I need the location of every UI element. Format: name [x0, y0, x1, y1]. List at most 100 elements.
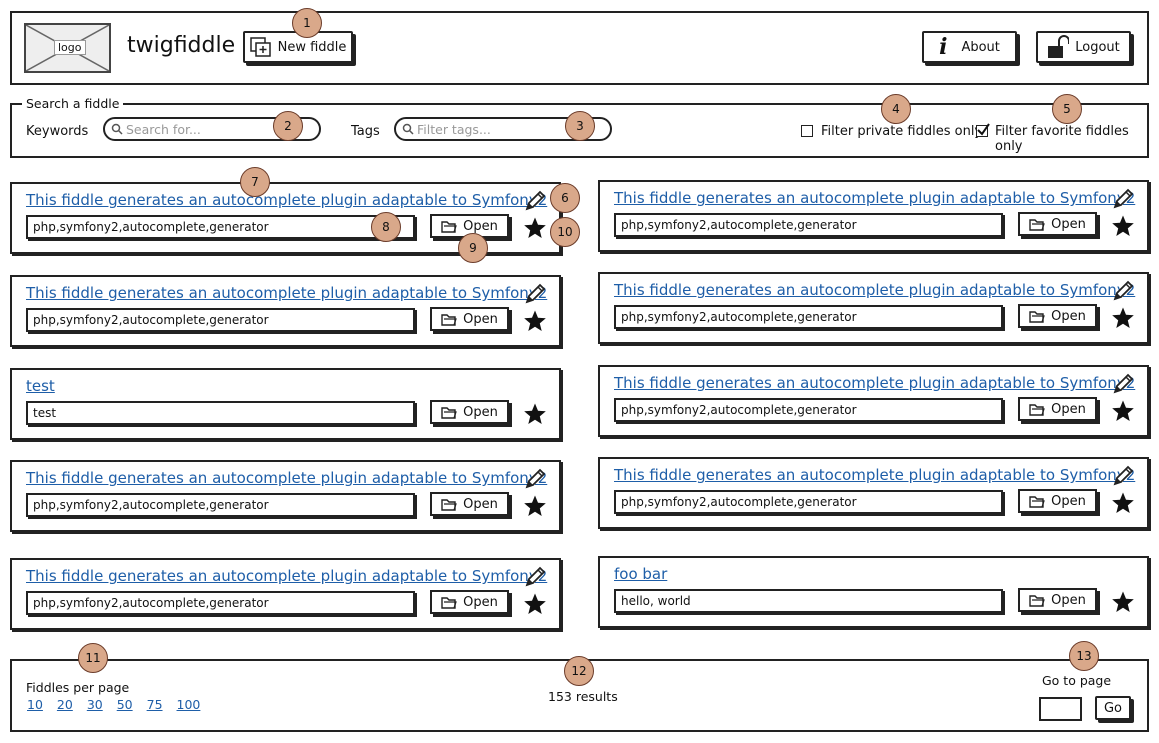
open-fiddle-button[interactable]: Open	[1018, 588, 1097, 612]
per-page-label: Fiddles per page	[26, 680, 130, 695]
edit-pencil-icon[interactable]	[1111, 464, 1135, 492]
fiddle-tags-field: php,symfony2,autocomplete,generator	[26, 215, 415, 239]
open-label: Open	[1051, 592, 1086, 608]
per-page-option-30[interactable]: 30	[86, 697, 103, 712]
folder-icon	[1029, 219, 1045, 231]
edit-pencil-icon[interactable]	[1111, 187, 1135, 215]
folder-icon	[441, 407, 457, 419]
annotation-badge: 8	[371, 212, 401, 242]
open-fiddle-button[interactable]: Open	[430, 590, 509, 614]
open-fiddle-button[interactable]: Open	[1018, 489, 1097, 513]
fiddle-title-link[interactable]: This fiddle generates an autocomplete pl…	[614, 374, 1136, 392]
page-number-input[interactable]	[1039, 697, 1082, 721]
open-fiddle-button[interactable]: Open	[1018, 304, 1097, 328]
open-label: Open	[463, 594, 498, 610]
go-button[interactable]: Go	[1095, 696, 1131, 720]
annotation-badge: 4	[881, 94, 911, 124]
fiddle-card: This fiddle generates an autocomplete pl…	[10, 558, 561, 630]
per-page-option-75[interactable]: 75	[146, 697, 163, 712]
folder-icon	[1029, 595, 1045, 607]
fiddle-card: This fiddle generates an autocomplete pl…	[10, 275, 561, 347]
open-label: Open	[1051, 401, 1086, 417]
per-page-option-10[interactable]: 10	[27, 697, 43, 712]
edit-pencil-icon[interactable]	[523, 189, 547, 217]
go-label: Go	[1103, 700, 1123, 716]
favorite-star-icon[interactable]	[523, 592, 547, 620]
open-fiddle-button[interactable]: Open	[430, 492, 509, 516]
edit-pencil-icon[interactable]	[523, 565, 547, 593]
edit-pencil-icon[interactable]	[1111, 279, 1135, 307]
fiddle-title-link[interactable]: This fiddle generates an autocomplete pl…	[26, 284, 548, 302]
folder-icon	[441, 499, 457, 511]
filter-favorite-checkbox[interactable]	[976, 123, 990, 137]
tags-input[interactable]	[414, 120, 554, 138]
fiddle-card: This fiddle generates an autocomplete pl…	[598, 180, 1149, 252]
open-label: Open	[1051, 216, 1086, 232]
edit-pencil-icon[interactable]	[1111, 372, 1135, 400]
favorite-star-icon[interactable]	[1111, 214, 1135, 242]
logout-button[interactable]: Logout	[1036, 31, 1131, 63]
per-page-option-20[interactable]: 20	[56, 697, 73, 712]
info-icon: i	[939, 34, 948, 60]
annotation-badge: 10	[550, 217, 580, 247]
fiddle-title-link[interactable]: test	[26, 377, 55, 395]
new-fiddle-button[interactable]: New fiddle	[243, 31, 353, 63]
open-fiddle-button[interactable]: Open	[1018, 212, 1097, 236]
edit-pencil-icon[interactable]	[523, 467, 547, 495]
fiddle-title-link[interactable]: This fiddle generates an autocomplete pl…	[614, 189, 1136, 207]
unlock-icon	[1048, 35, 1070, 58]
favorite-star-icon[interactable]	[1111, 306, 1135, 334]
annotation-badge: 6	[550, 183, 580, 213]
favorite-star-icon[interactable]	[1111, 399, 1135, 427]
check-icon	[977, 123, 990, 136]
fiddle-card: This fiddle generates an autocomplete pl…	[598, 365, 1149, 437]
open-fiddle-button[interactable]: Open	[430, 400, 509, 424]
favorite-star-icon[interactable]	[1111, 590, 1135, 618]
about-button[interactable]: i About	[922, 31, 1017, 63]
annotation-badge: 9	[458, 233, 488, 263]
logo-text: logo	[54, 40, 86, 55]
folder-icon	[1029, 496, 1045, 508]
annotation-badge: 13	[1069, 641, 1099, 671]
favorite-star-icon[interactable]	[523, 216, 547, 244]
annotation-badge: 5	[1052, 94, 1082, 124]
fiddle-tags-field: php,symfony2,autocomplete,generator	[614, 305, 1003, 329]
fiddle-card: This fiddle generates an autocomplete pl…	[598, 272, 1149, 344]
keywords-input[interactable]	[123, 120, 263, 138]
open-label: Open	[463, 311, 498, 327]
open-fiddle-button[interactable]: Open	[1018, 397, 1097, 421]
fiddle-title-link[interactable]: This fiddle generates an autocomplete pl…	[614, 281, 1136, 299]
fiddle-card: This fiddle generates an autocomplete pl…	[598, 457, 1149, 529]
fiddle-tags-field: php,symfony2,autocomplete,generator	[614, 213, 1003, 237]
filter-private-label: Filter private fiddles only	[821, 124, 983, 139]
search-icon	[111, 123, 123, 135]
fiddle-tags-field: php,symfony2,autocomplete,generator	[614, 490, 1003, 514]
fiddle-title-link[interactable]: This fiddle generates an autocomplete pl…	[26, 567, 548, 585]
search-legend: Search a fiddle	[22, 96, 124, 111]
app-title: twigfiddle	[127, 33, 236, 58]
about-label: About	[961, 39, 1000, 55]
fiddle-card: This fiddle generates an autocomplete pl…	[10, 460, 561, 532]
folder-icon	[441, 597, 457, 609]
new-fiddle-label: New fiddle	[277, 39, 347, 55]
per-page-options: 10 20 30 50 75 100	[27, 697, 200, 712]
favorite-star-icon[interactable]	[523, 494, 547, 522]
fiddle-title-link[interactable]: This fiddle generates an autocomplete pl…	[26, 469, 548, 487]
annotation-badge: 11	[78, 643, 108, 673]
annotation-badge: 3	[565, 111, 595, 141]
fiddle-title-link[interactable]: This fiddle generates an autocomplete pl…	[614, 466, 1136, 484]
edit-pencil-icon[interactable]	[523, 282, 547, 310]
per-page-option-100[interactable]: 100	[176, 697, 201, 712]
open-fiddle-button[interactable]: Open	[430, 307, 509, 331]
fiddle-title-link[interactable]: This fiddle generates an autocomplete pl…	[26, 191, 548, 209]
folder-icon	[441, 221, 457, 233]
favorite-star-icon[interactable]	[1111, 491, 1135, 519]
open-label: Open	[463, 404, 498, 420]
open-label: Open	[463, 218, 498, 234]
per-page-option-50[interactable]: 50	[116, 697, 133, 712]
favorite-star-icon[interactable]	[523, 402, 547, 430]
filter-private-checkbox[interactable]	[801, 125, 813, 137]
favorite-star-icon[interactable]	[523, 309, 547, 337]
fiddle-title-link[interactable]: foo bar	[614, 565, 668, 583]
